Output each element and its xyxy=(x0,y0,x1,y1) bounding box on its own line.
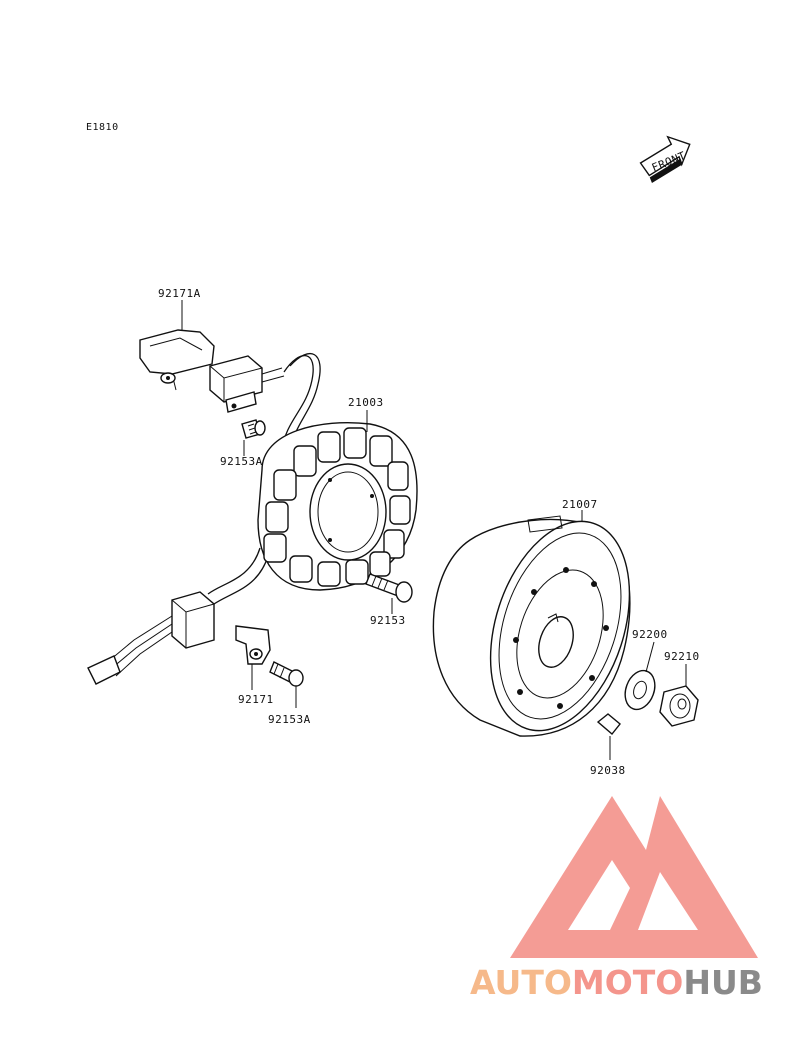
washer-92200 xyxy=(624,669,656,711)
part-label-92153: 92153 xyxy=(370,614,406,627)
part-label-21003: 21003 xyxy=(348,396,384,409)
nut-92210 xyxy=(659,685,699,727)
leader-lines xyxy=(181,300,687,760)
bolt-92153 xyxy=(365,573,413,603)
part-label-92038: 92038 xyxy=(590,764,626,777)
wire-connector-top xyxy=(209,355,285,413)
front-arrow-icon: FRONT xyxy=(639,135,691,184)
key-92038 xyxy=(596,713,621,736)
stator-21003 xyxy=(257,421,418,591)
part-label-21007: 21007 xyxy=(562,498,598,511)
watermark-text: AUTOMOTOHUB xyxy=(470,963,763,1002)
part-label-92171: 92171 xyxy=(238,693,274,706)
part-label-92210: 92210 xyxy=(664,650,700,663)
part-label-92200: 92200 xyxy=(632,628,668,641)
watermark-auto: AUTO xyxy=(470,963,572,1002)
part-label-92153A-top: 92153A xyxy=(220,455,263,468)
watermark-moto: MOTO xyxy=(572,963,683,1002)
bolt-92153A-top xyxy=(241,419,266,439)
watermark-hub: HUB xyxy=(683,963,763,1002)
part-label-92171A: 92171A xyxy=(158,287,201,300)
bolt-92153A-bottom xyxy=(269,661,304,687)
bracket-92171 xyxy=(235,625,271,665)
rotor-flywheel-21007 xyxy=(432,515,631,737)
diagram-code: E1810 xyxy=(86,122,119,133)
wire-connector-bottom xyxy=(87,591,215,685)
watermark-logo-icon xyxy=(510,796,758,958)
bracket-92171A xyxy=(139,329,215,391)
part-label-92153A-bottom: 92153A xyxy=(268,713,311,726)
